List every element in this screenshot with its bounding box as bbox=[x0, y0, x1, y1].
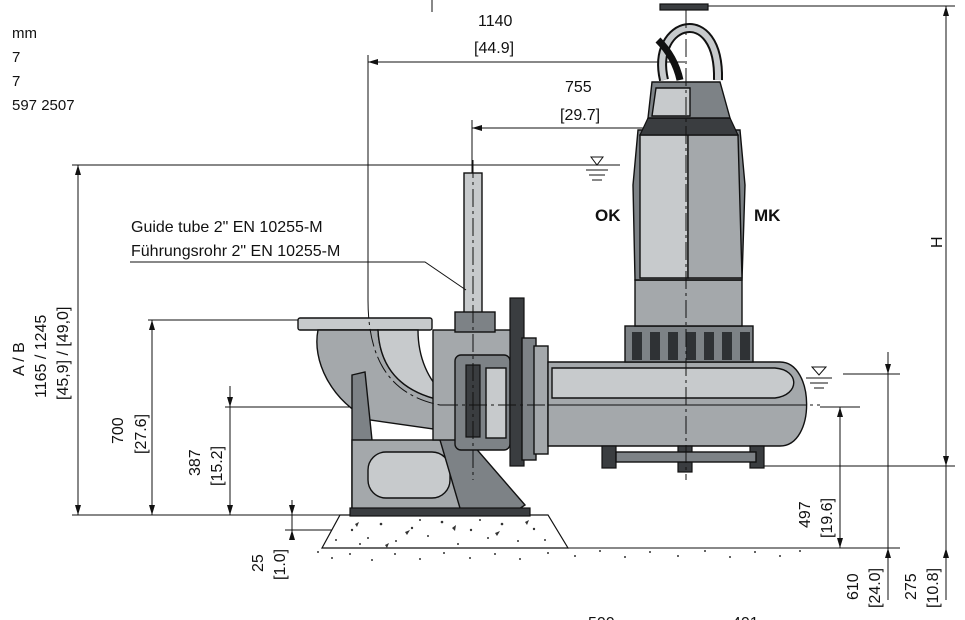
dim-610: 610 bbox=[845, 573, 862, 600]
guide-tube-label-en: Guide tube 2" EN 10255-M bbox=[131, 219, 323, 236]
dim-a-b-values: 1165 / 1245 bbox=[33, 315, 50, 398]
dim-275: 275 bbox=[903, 573, 920, 600]
dim-700: 700 bbox=[110, 417, 127, 444]
dim-497: 497 bbox=[797, 501, 814, 528]
dim-700-inch: [27.6] bbox=[133, 414, 150, 454]
dim-h: H bbox=[929, 236, 946, 248]
dim-1140: 1140 bbox=[478, 13, 513, 30]
dim-755-inch: [29.7] bbox=[560, 107, 600, 124]
ok-label: OK bbox=[595, 206, 621, 225]
water-level-symbol-top bbox=[586, 156, 608, 181]
mk-label: MK bbox=[754, 206, 781, 225]
dim-387: 387 bbox=[187, 449, 204, 476]
water-level-symbol-bottom bbox=[806, 366, 832, 389]
guide-tube-label-de: Führungsrohr 2" EN 10255-M bbox=[131, 243, 340, 260]
dim-387-inch: [15.2] bbox=[209, 446, 226, 486]
corner-note-3: 7 bbox=[12, 73, 20, 90]
guide-tube-leader bbox=[130, 261, 467, 291]
dim-755: 755 bbox=[565, 79, 592, 96]
corner-note-4: 597 2507 bbox=[12, 97, 75, 114]
dim-275-inch: [10.8] bbox=[925, 568, 942, 608]
dim-610-inch: [24.0] bbox=[867, 568, 884, 608]
dim-497-inch: [19.6] bbox=[819, 498, 836, 538]
concrete-foundation bbox=[317, 514, 801, 561]
dim-a-b-inch: [45,9] / [49,0] bbox=[55, 307, 72, 400]
dim-bottom-left: 500 bbox=[588, 615, 615, 620]
dim-25: 25 bbox=[250, 554, 267, 572]
dim-25-inch: [1.0] bbox=[272, 549, 289, 580]
corner-note-1: mm bbox=[12, 25, 37, 42]
center-lines bbox=[367, 10, 820, 480]
dim-1140-inch: [44.9] bbox=[474, 40, 514, 57]
dim-a-b: A / B bbox=[11, 342, 28, 376]
corner-note-2: 7 bbox=[12, 49, 20, 66]
dim-bottom-right: 401 bbox=[732, 615, 759, 620]
pump-illustration bbox=[297, 3, 808, 517]
